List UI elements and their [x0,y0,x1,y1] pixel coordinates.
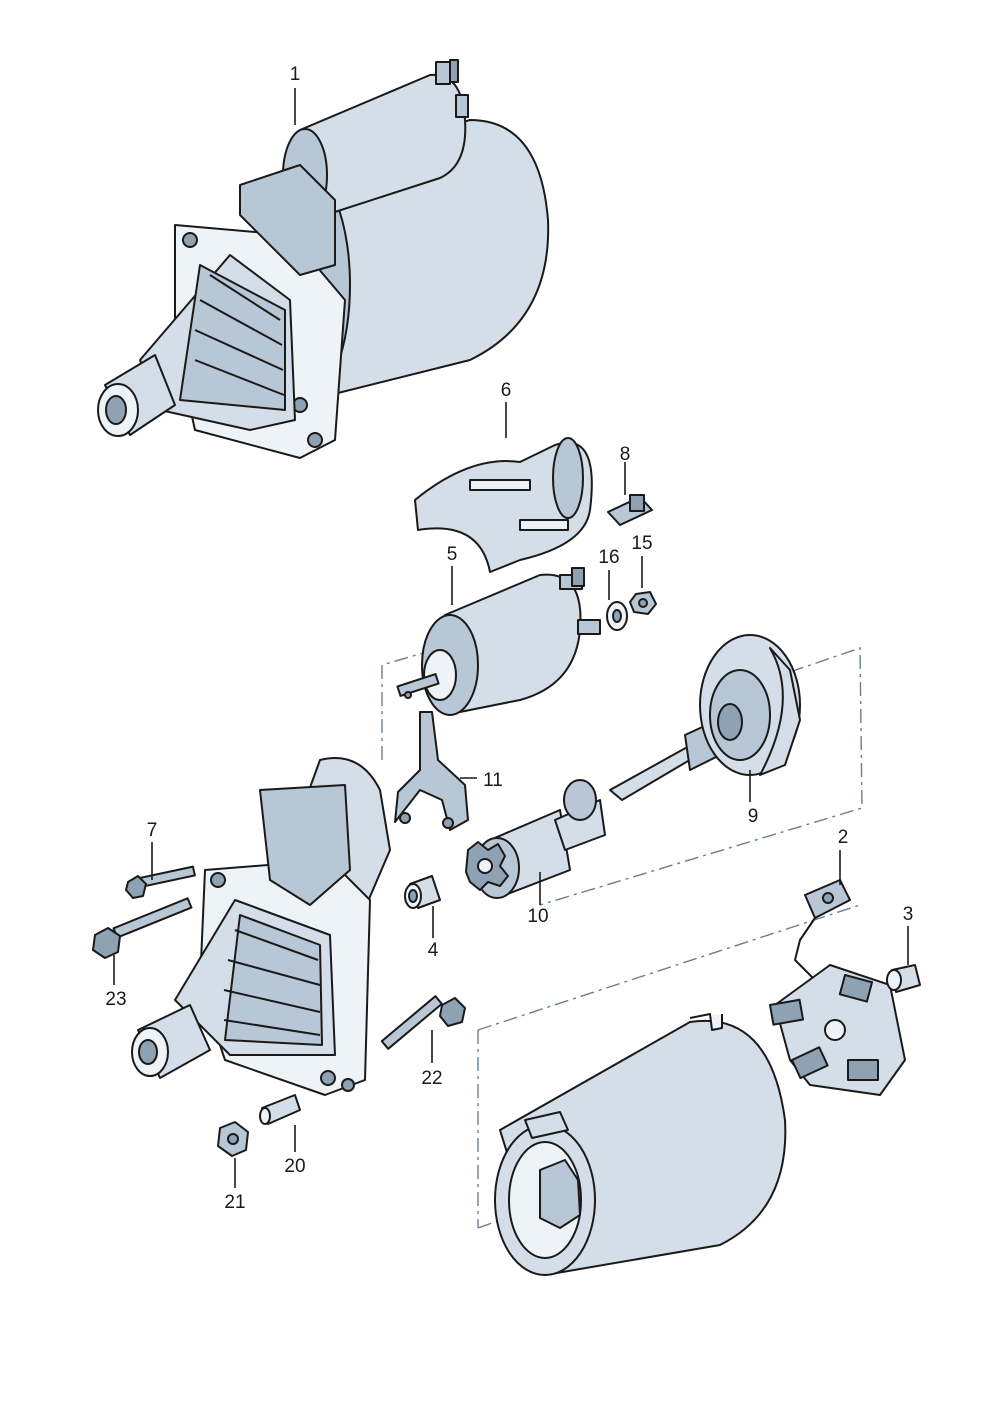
callout-20: 20 [284,1156,305,1177]
spring-washer [606,601,628,631]
callout-11: 11 [483,770,503,791]
callout-23: 23 [105,989,126,1010]
stator-housing [494,1013,787,1276]
callout-3: 3 [903,904,914,925]
callout-22: 22 [421,1068,442,1089]
drive-end-housing [131,757,391,1096]
terminal-clip [607,494,653,526]
bolt-long [92,897,193,959]
callout-15: 15 [631,533,652,554]
brush-holder-plate [769,879,906,1096]
armature-shaft-assembly [609,634,801,801]
callout-21: 21 [224,1192,245,1213]
callout-labels: 1 6 8 5 16 15 11 9 7 2 3 10 4 23 22 20 2… [105,64,913,1213]
bushing [404,875,441,909]
callout-4: 4 [428,940,439,961]
callout-2: 2 [838,827,849,848]
flange-nut [217,1121,249,1157]
callout-8: 8 [620,444,631,465]
solenoid-switch [396,567,601,716]
pinion-gear [465,841,509,891]
engaging-lever [394,711,469,831]
assembly-boundary [381,647,863,1229]
hex-nut-small [629,591,657,615]
callout-10: 10 [527,906,548,927]
callout-1: 1 [290,64,301,85]
callout-9: 9 [748,806,759,827]
housing-ribs [223,929,321,1036]
bolt-short [125,865,196,899]
nose-ribs [194,274,285,396]
solenoid-cover [414,437,593,573]
leader-lines [113,88,909,1188]
starter-motor-assembly [97,59,550,459]
callout-6: 6 [501,380,512,401]
small-bushing [886,964,921,993]
sleeve [259,1094,301,1125]
callout-5: 5 [447,544,458,565]
pinion-drive [465,779,606,899]
through-bolt [380,995,466,1050]
callout-7: 7 [147,820,158,841]
callout-16: 16 [598,547,619,568]
